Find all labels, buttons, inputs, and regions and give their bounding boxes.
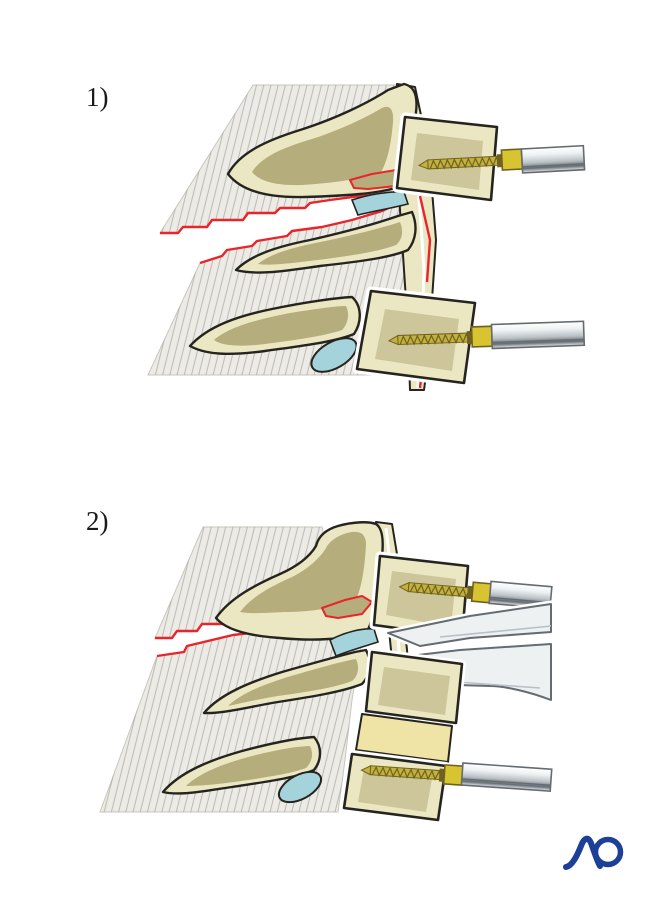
panel-2-label: 2) — [86, 506, 109, 536]
bone-screw — [360, 764, 464, 786]
screwdriver-shaft — [490, 320, 586, 350]
vertebra-spinous-process — [188, 295, 361, 356]
vertebral-body — [362, 648, 466, 727]
disc-fragment — [329, 628, 379, 658]
bone-screw — [387, 325, 494, 348]
ao-foundation-logo: AO — [563, 835, 624, 870]
intervertebral-disc — [310, 337, 358, 373]
panel-2-illustration — [99, 521, 555, 824]
bone-fragment — [321, 595, 373, 619]
vertebral-body — [340, 750, 450, 824]
vertebra-spinous-process — [234, 210, 417, 274]
disc-fragment — [350, 191, 410, 216]
fracture-line — [160, 181, 409, 235]
vertebra-spinous-process — [226, 82, 418, 199]
intervertebral-disc — [277, 770, 323, 804]
vertebra-spinous-process — [161, 735, 322, 795]
panel-1-label: 1) — [86, 82, 109, 112]
intervertebral-disc-graft — [355, 713, 453, 763]
bone-screw — [398, 581, 493, 604]
panel-1-illustration — [147, 82, 586, 391]
fracture-line — [418, 195, 432, 283]
distractor-blade-upper — [384, 600, 555, 650]
bone-screw — [417, 148, 524, 171]
screwdriver-shaft — [460, 762, 553, 793]
screwdriver-shaft — [520, 144, 586, 174]
